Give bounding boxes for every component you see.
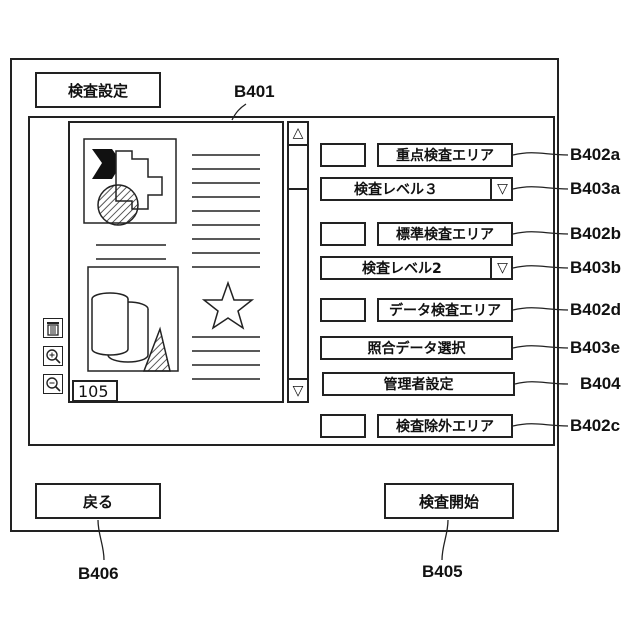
ref-b404: B404 [580, 374, 621, 394]
ref-b403a: B403a [570, 179, 620, 199]
ref-b406: B406 [78, 564, 119, 584]
ref-b402b: B402b [570, 224, 621, 244]
ref-b402a: B402a [570, 145, 620, 165]
ref-b402c: B402c [570, 416, 620, 436]
ref-b405: B405 [422, 562, 463, 582]
ref-b402d: B402d [570, 300, 621, 320]
ref-b401: B401 [234, 82, 275, 102]
ref-b403e: B403e [570, 338, 620, 358]
ref-b403b: B403b [570, 258, 621, 278]
